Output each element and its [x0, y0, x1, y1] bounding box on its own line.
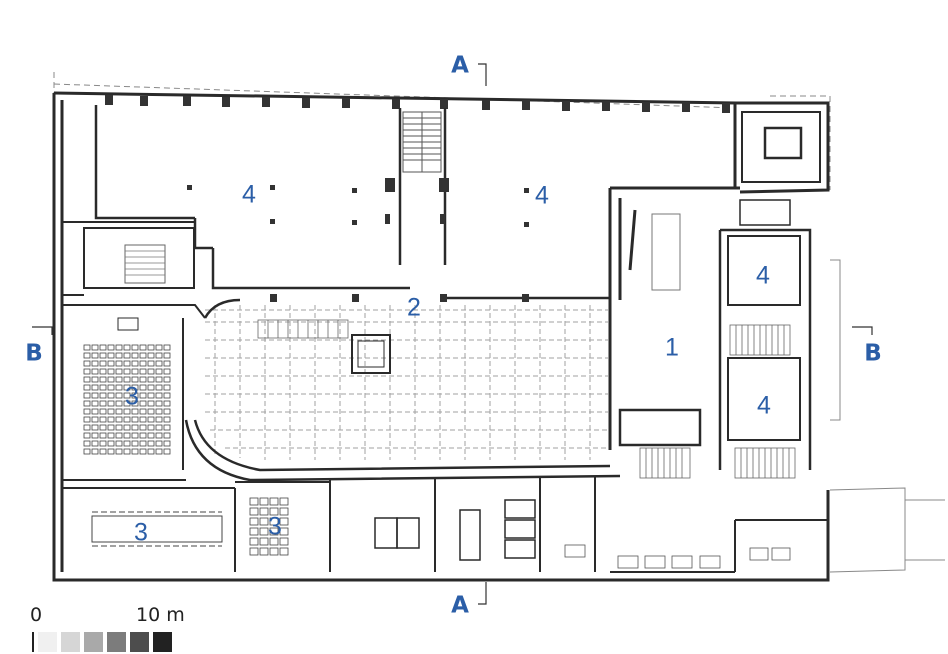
roof-outline — [53, 72, 831, 190]
south-rooms — [62, 476, 828, 573]
classroom-desks — [249, 497, 289, 556]
scale-swatch — [38, 632, 57, 652]
room-label-office-e-upper: 4 — [756, 261, 770, 290]
scale-swatch — [130, 632, 149, 652]
atrium-grid — [205, 305, 608, 460]
east-stairs — [639, 324, 796, 479]
room-label-meeting-room: 3 — [134, 518, 148, 547]
room-label-main-hall: 1 — [665, 333, 679, 362]
auditorium-seats — [83, 344, 171, 455]
scale-end-label: 10 m — [136, 604, 185, 626]
exterior-walls — [52, 91, 830, 582]
room-label-atrium: 2 — [407, 293, 421, 322]
facade-pillars — [105, 95, 730, 113]
west-services — [62, 221, 195, 306]
atrium-stair — [257, 319, 349, 339]
room-label-classroom: 3 — [268, 512, 282, 541]
lightwell — [351, 334, 391, 374]
east-ramp — [829, 259, 945, 573]
scale-tick — [32, 632, 34, 652]
section-cuts — [32, 63, 873, 605]
meeting-table — [91, 511, 223, 547]
room-label-office-e-lower: 4 — [757, 391, 771, 420]
scale-swatch — [107, 632, 126, 652]
scale-start-label: 0 — [30, 604, 43, 626]
columns — [187, 178, 529, 302]
section-marker-a-bottom: A — [451, 592, 469, 619]
east-hall — [618, 111, 821, 470]
scale-swatch — [84, 632, 103, 652]
scale-swatch — [61, 632, 80, 652]
atrium-edge — [184, 298, 621, 482]
section-marker-b-right: B — [864, 340, 882, 367]
room-label-office-n: 4 — [535, 181, 549, 210]
scale-swatch — [153, 632, 172, 652]
toilet-cubicles — [374, 499, 536, 561]
room-label-auditorium: 3 — [125, 382, 139, 411]
auditorium — [62, 304, 206, 481]
section-marker-a-top: A — [451, 52, 469, 79]
section-marker-b-left: B — [25, 340, 43, 367]
room-label-office-nw: 4 — [242, 180, 256, 209]
north-stair — [402, 111, 442, 173]
office-walls — [94, 105, 610, 300]
office-desks — [564, 544, 791, 569]
